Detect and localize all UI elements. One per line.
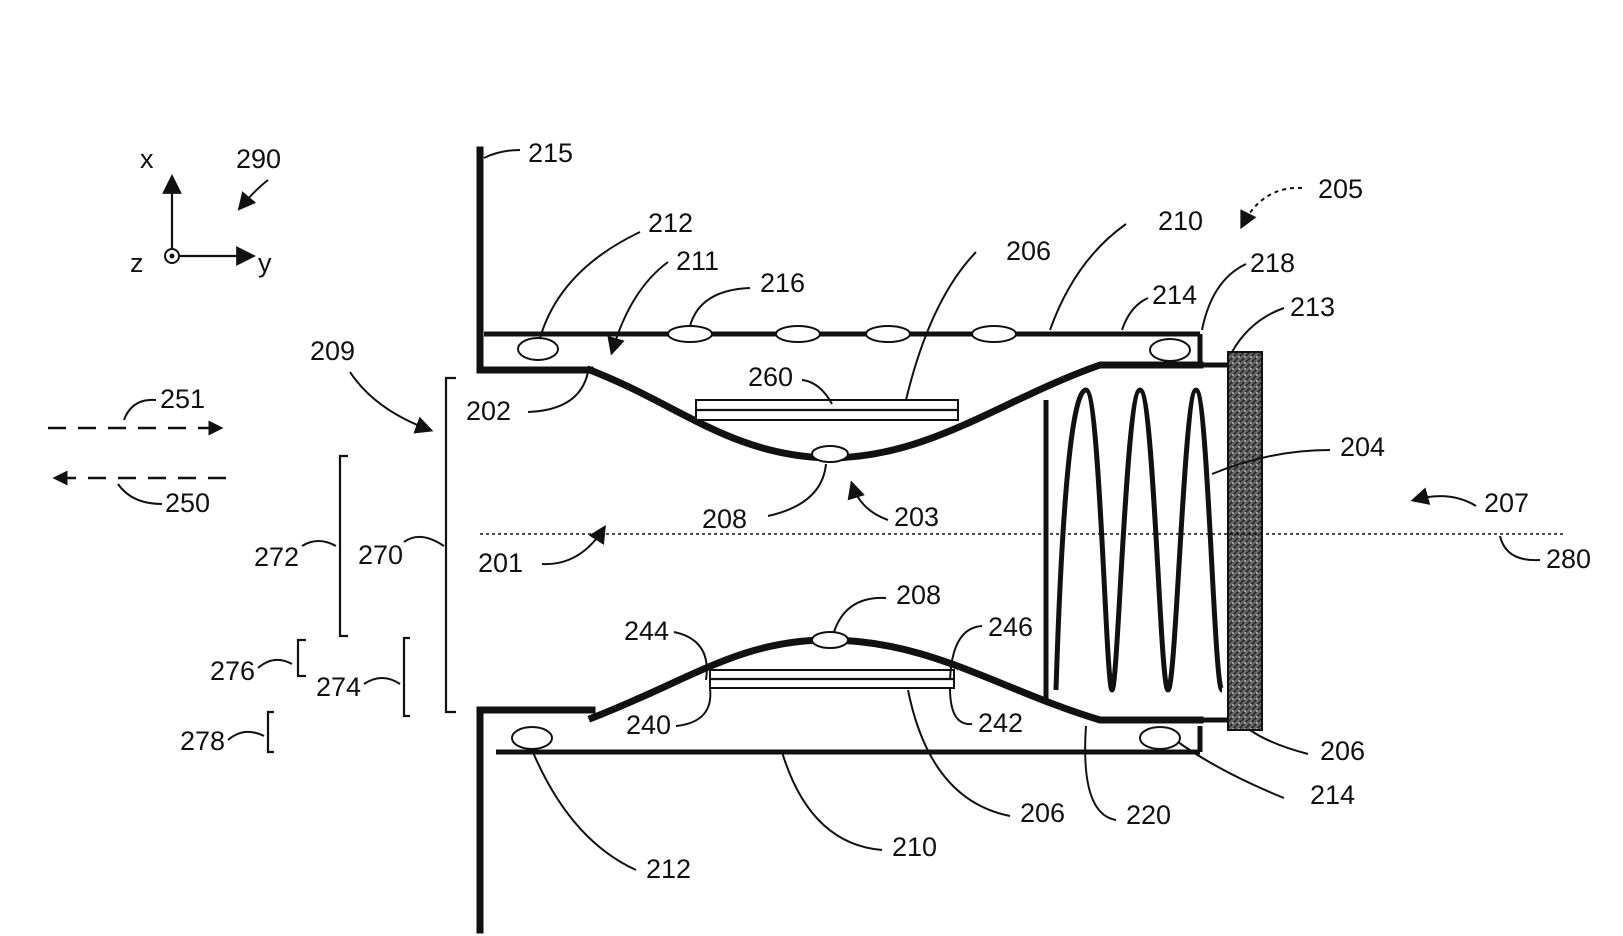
label-214-bottom: 214: [1310, 780, 1355, 810]
label-208-top: 208: [702, 504, 747, 534]
label-218: 218: [1250, 248, 1295, 278]
label-246: 246: [988, 612, 1033, 642]
label-207: 207: [1484, 488, 1529, 518]
label-201: 201: [478, 548, 523, 578]
label-208-bottom: 208: [896, 580, 941, 610]
label-211: 211: [676, 246, 719, 276]
label-214-top: 214: [1152, 280, 1197, 310]
back-plate: [1228, 352, 1262, 730]
label-272: 272: [254, 542, 299, 572]
label-240: 240: [626, 710, 671, 740]
label-242: 242: [978, 708, 1023, 738]
label-260: 260: [748, 362, 793, 392]
label-213: 213: [1290, 292, 1335, 322]
label-210-top: 210: [1158, 206, 1203, 236]
label-209: 209: [310, 336, 355, 366]
label-206-right: 206: [1320, 736, 1365, 766]
flow-arrows: [48, 428, 226, 478]
label-290: 290: [236, 144, 281, 174]
label-251: 251: [160, 384, 205, 414]
label-216: 216: [760, 268, 805, 298]
label-204: 204: [1340, 432, 1385, 462]
label-212-top: 212: [648, 208, 693, 238]
axis-z-label: z: [130, 248, 144, 278]
axis-y-label: y: [258, 248, 272, 278]
label-250: 250: [165, 488, 210, 518]
label-215: 215: [528, 138, 573, 168]
label-220: 220: [1126, 800, 1171, 830]
label-202: 202: [466, 396, 511, 426]
label-210-bottom: 210: [892, 832, 937, 862]
spring-coil: [1056, 390, 1222, 690]
label-276: 276: [210, 656, 255, 686]
label-270: 270: [358, 540, 403, 570]
axis-x-label: x: [140, 144, 154, 174]
label-212-bottom: 212: [646, 854, 691, 884]
label-280: 280: [1546, 544, 1591, 574]
label-278: 278: [180, 726, 225, 756]
label-206-bottom: 206: [1020, 798, 1065, 828]
mount-plate: [480, 150, 592, 930]
label-205: 205: [1318, 174, 1363, 204]
label-206-top: 206: [1006, 236, 1051, 266]
label-274: 274: [316, 672, 361, 702]
label-244: 244: [624, 616, 669, 646]
label-203: 203: [894, 502, 939, 532]
coordinate-axes: [165, 178, 252, 263]
